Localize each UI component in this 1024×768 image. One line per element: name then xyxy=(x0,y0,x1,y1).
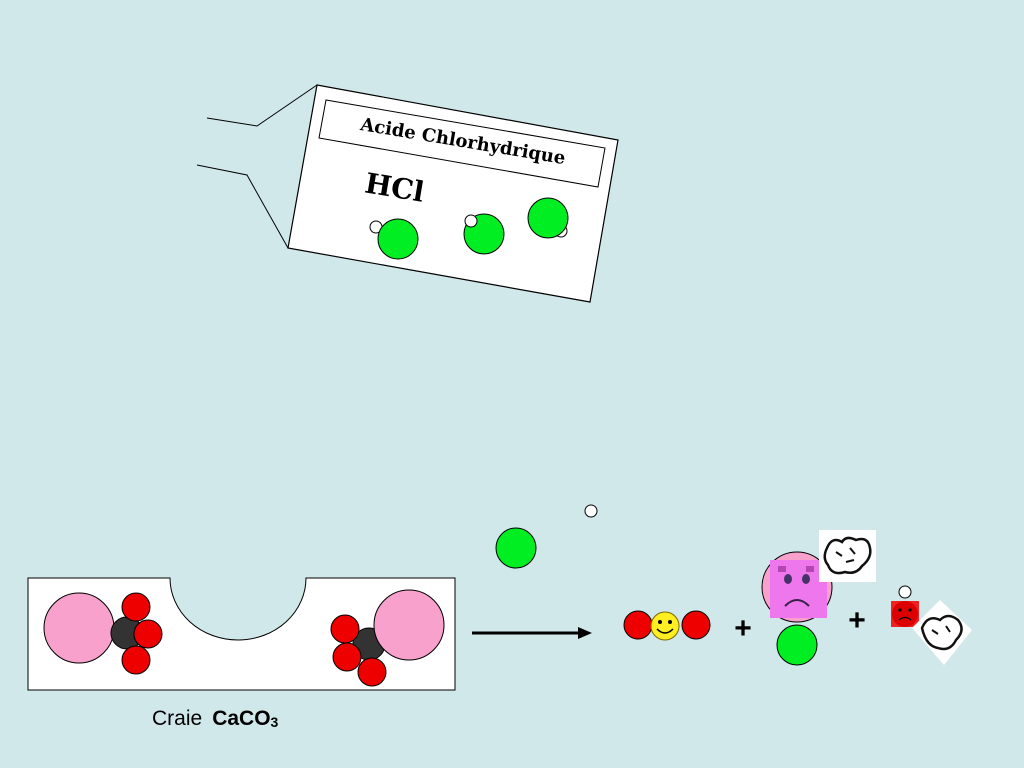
hcl-molecule xyxy=(527,197,569,239)
oxygen-atom xyxy=(357,657,387,687)
chalk-caption: Craie CaCO3 xyxy=(152,707,278,731)
oxygen-atom xyxy=(133,619,163,649)
free-hydrogen-atom xyxy=(584,504,598,518)
free-chlorine-atom xyxy=(495,527,537,569)
hcl-molecule xyxy=(463,213,505,255)
chalk-block xyxy=(27,577,456,691)
ghost-icon xyxy=(819,530,876,582)
plus-sign: + xyxy=(848,604,866,637)
sad-red-face-icon xyxy=(891,601,919,627)
calcium-atom xyxy=(373,589,445,661)
chalk-formula: CaCO3 xyxy=(212,707,278,730)
acid-bottle: Acide Chlorhydrique HCl xyxy=(196,84,619,303)
oxygen-atom xyxy=(121,645,151,675)
plus-sign: + xyxy=(734,612,752,645)
hydrogen-atom xyxy=(898,585,912,599)
chalk-formula-subscript: 3 xyxy=(270,714,279,730)
caco3-molecule xyxy=(330,589,445,687)
cacl-molecule xyxy=(761,530,876,666)
oxygen-atom xyxy=(332,642,362,672)
oxygen-atom xyxy=(681,610,711,640)
chalk-formula-main: CaCO xyxy=(212,707,271,730)
chlorine-atom xyxy=(377,218,419,260)
caco3-molecule xyxy=(43,592,163,675)
ghost-icon xyxy=(912,600,972,665)
smiley-carbon-icon xyxy=(650,611,680,641)
oxygen-atom xyxy=(330,614,360,644)
bottle-label-box xyxy=(318,99,606,188)
chlorine-atom xyxy=(527,197,569,239)
oxygen-atom xyxy=(121,592,151,622)
water-molecule xyxy=(891,585,972,665)
chlorine-atom xyxy=(776,624,818,666)
hcl-molecule xyxy=(369,218,419,260)
reaction-arrow xyxy=(472,627,592,639)
hydrogen-atom xyxy=(464,214,478,228)
calcium-atom xyxy=(43,592,115,664)
bottle-neck-top xyxy=(206,84,318,127)
bottle-neck-bottom xyxy=(196,164,289,249)
sad-face-icon xyxy=(770,560,827,618)
oxygen-atom xyxy=(623,610,653,640)
co2-molecule xyxy=(623,610,711,641)
chalk-label: Craie xyxy=(152,707,203,730)
